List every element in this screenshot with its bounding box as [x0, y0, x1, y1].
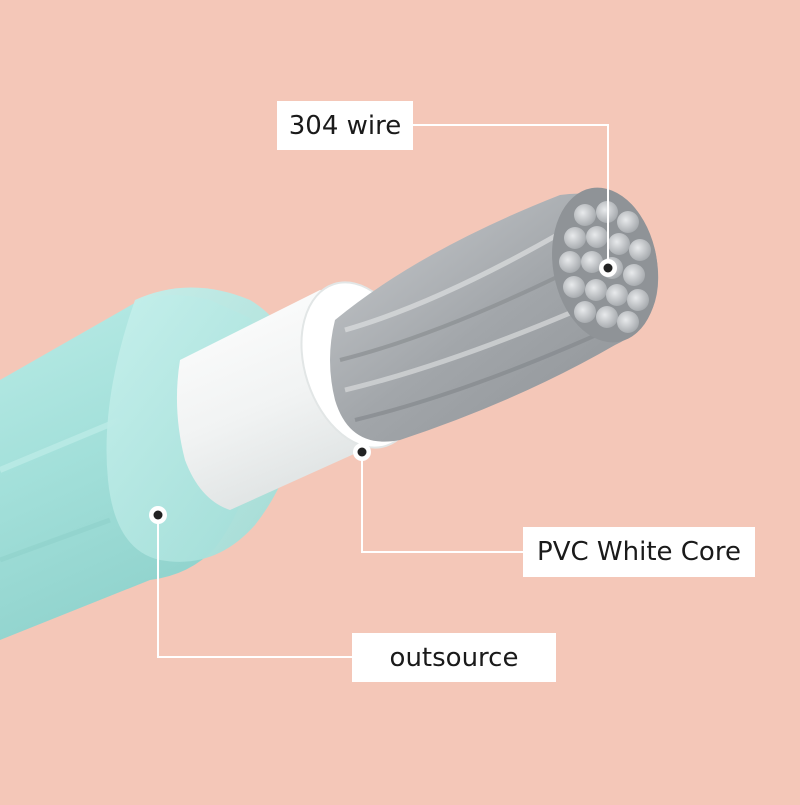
leader-sheath	[157, 515, 352, 658]
sheath-stripe	[0, 517, 111, 563]
label-outsource: outsource	[352, 633, 556, 682]
leader-core	[361, 452, 523, 553]
wire-end-face	[552, 187, 658, 343]
marker-core	[353, 443, 371, 461]
marker-sheath	[149, 506, 167, 524]
sheath-stripe	[0, 417, 122, 473]
leader-wire	[413, 124, 609, 268]
label-pvc-white-core: PVC White Core	[523, 527, 755, 577]
leader-lines	[157, 124, 609, 658]
marker-wire	[599, 259, 617, 277]
label-304-wire: 304 wire	[277, 101, 413, 150]
